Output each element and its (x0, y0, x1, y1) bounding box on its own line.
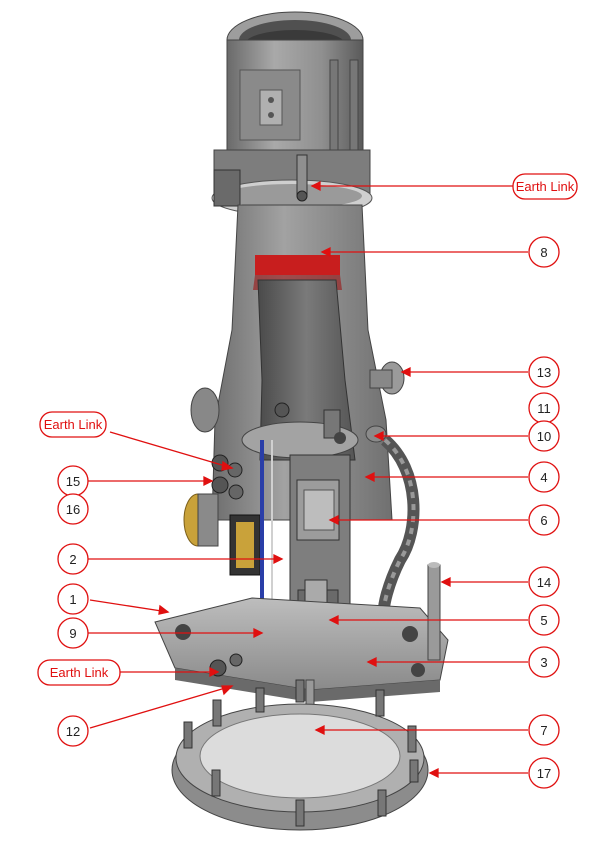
callout-5: 5 (528, 604, 560, 636)
callout-6: 6 (528, 504, 560, 536)
callout-16: 16 (57, 493, 89, 525)
svg-text:4: 4 (540, 470, 547, 485)
leader-lines (88, 180, 528, 779)
svg-text:2: 2 (69, 552, 76, 567)
svg-text:5: 5 (540, 613, 547, 628)
svg-text:1: 1 (69, 592, 76, 607)
stud-14 (427, 562, 441, 661)
callout-2: 2 (57, 543, 89, 575)
svg-text:16: 16 (66, 502, 80, 517)
svg-text:Earth Link: Earth Link (44, 417, 103, 432)
svg-text:17: 17 (537, 766, 551, 781)
callout-12: 12 (57, 715, 89, 747)
svg-text:10: 10 (537, 429, 551, 444)
svg-text:3: 3 (540, 655, 547, 670)
callout-11: 11 (528, 392, 560, 424)
callout-14: 14 (528, 566, 560, 598)
valve-assembly-drawing (154, 11, 449, 831)
svg-text:6: 6 (540, 513, 547, 528)
svg-text:Earth Link: Earth Link (516, 179, 575, 194)
svg-text:14: 14 (537, 575, 551, 590)
side-port-right (365, 361, 405, 443)
svg-text:8: 8 (540, 245, 547, 260)
callout-4: 4 (528, 461, 560, 493)
svg-text:15: 15 (66, 474, 80, 489)
clamp-ring (211, 149, 373, 261)
callout-1: 1 (57, 583, 89, 615)
svg-text:9: 9 (69, 626, 76, 641)
callout-9: 9 (57, 617, 89, 649)
svg-text:11: 11 (537, 401, 551, 416)
callout-earth-link-left: Earth Link (39, 411, 107, 438)
svg-text:Earth Link: Earth Link (50, 665, 109, 680)
callout-13: 13 (528, 356, 560, 388)
svg-text:13: 13 (537, 365, 551, 380)
top-cylinder (226, 11, 364, 171)
callout-earth-link-top: Earth Link (512, 173, 578, 200)
svg-text:12: 12 (66, 724, 80, 739)
svg-text:7: 7 (540, 723, 547, 738)
callout-bubbles: Earth Link 8 13 11 10 Earth Link (37, 173, 578, 789)
callout-8: 8 (528, 236, 560, 268)
callout-earth-link-bottom: Earth Link (37, 659, 121, 686)
callout-7: 7 (528, 714, 560, 746)
callout-10: 10 (528, 420, 560, 452)
bottom-flange (171, 679, 429, 831)
earth-link-bolt-cluster-left (211, 454, 244, 500)
side-port-left (183, 387, 261, 576)
callout-3: 3 (528, 646, 560, 678)
callout-17: 17 (528, 757, 560, 789)
callout-15: 15 (57, 465, 89, 497)
